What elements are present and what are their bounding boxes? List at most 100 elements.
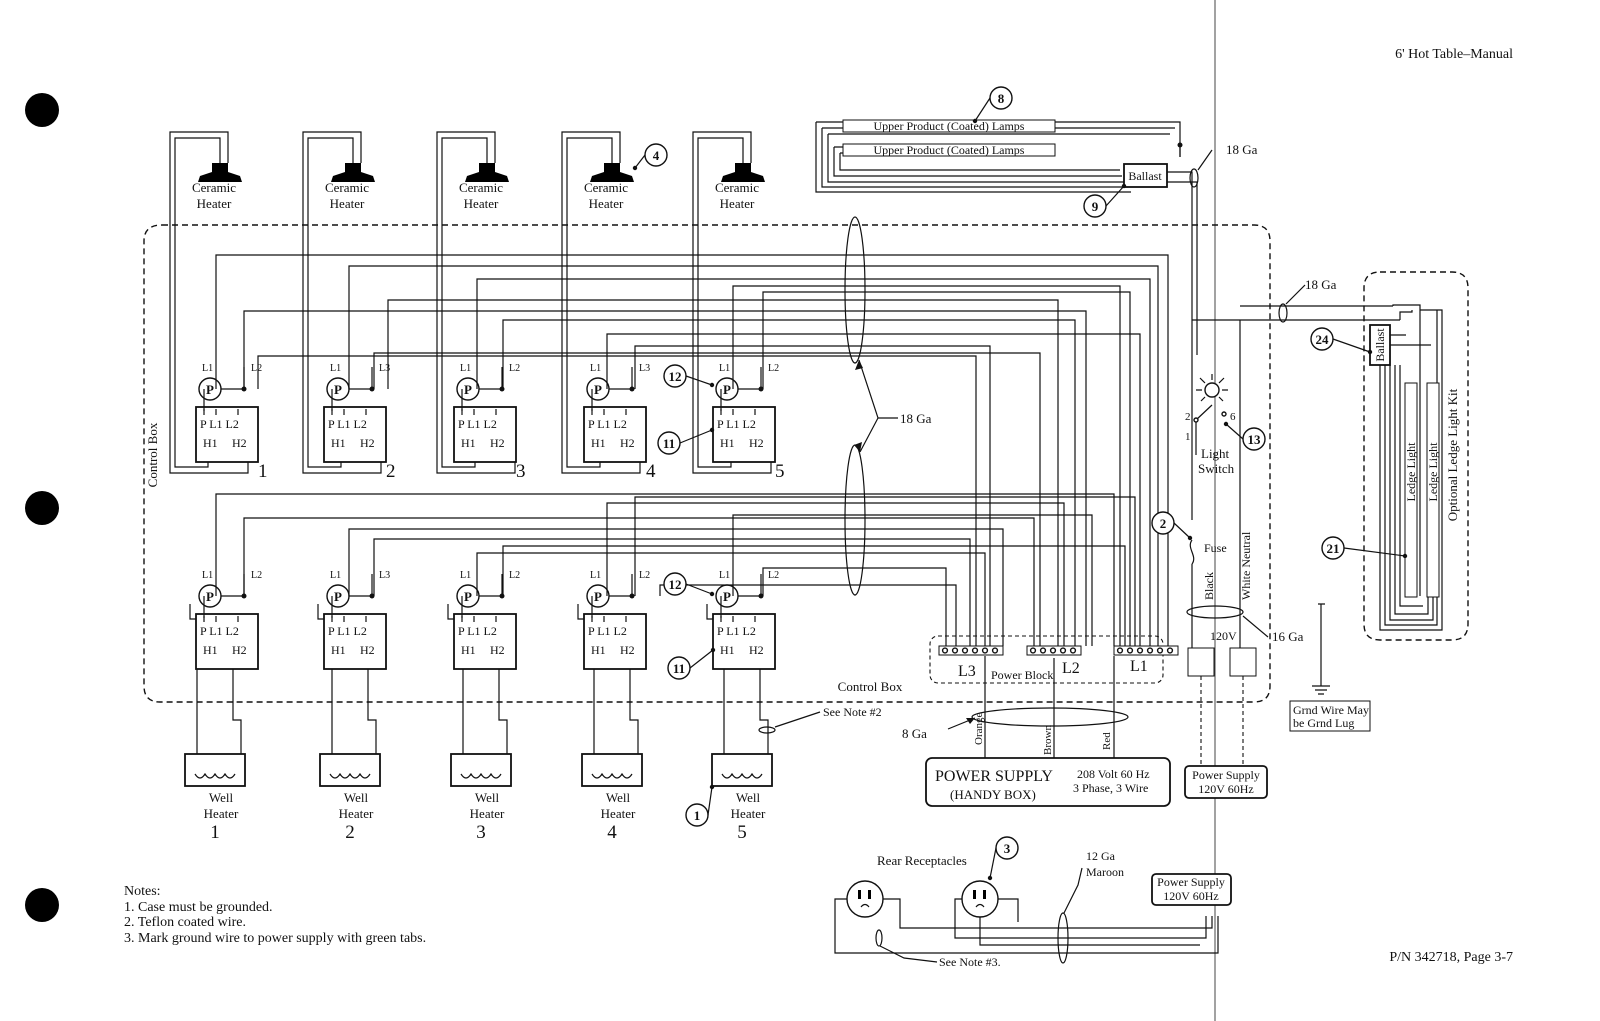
relay-wire <box>221 574 245 597</box>
well-heater-wire <box>593 669 639 754</box>
power-supply-main-title: POWER SUPPLY <box>935 768 1053 785</box>
junction-dot <box>629 593 635 599</box>
relay-wire <box>609 574 633 597</box>
leader-line <box>1242 615 1269 638</box>
callout-leader <box>1105 185 1125 207</box>
upper-lamp-1-label: Upper Product (Coated) Lamps <box>874 119 1025 133</box>
relay-l1-label: L1 <box>202 363 213 374</box>
relay-l1-label: L1 <box>202 570 213 581</box>
switch-terminal-2: 2 <box>1185 411 1191 423</box>
ballast-upper-label: Ballast <box>1128 169 1162 183</box>
callout-number: 8 <box>998 91 1005 106</box>
callout-leader <box>685 375 713 386</box>
ceramic-heater-label: Heater <box>589 196 624 211</box>
ceramic-heater-label: Ceramic <box>192 180 236 195</box>
page-footer: P/N 342718, Page 3-7 <box>1389 950 1513 965</box>
relay-number: 1 <box>258 461 268 482</box>
power-block-l3-label: L3 <box>958 663 976 680</box>
callout-leader <box>1225 423 1244 440</box>
bus-wire <box>243 310 1087 646</box>
callout-leader <box>1173 522 1191 539</box>
gauge-8-label: 8 Ga <box>902 726 927 741</box>
black-wire-label: Black <box>1202 572 1216 600</box>
callout-leader <box>974 97 991 122</box>
terminal-screw <box>1126 647 1134 654</box>
callout-leader <box>707 786 713 816</box>
ceramic-heater-label: Ceramic <box>459 180 503 195</box>
wire-bundle-note2 <box>758 726 776 734</box>
relay-l2-label: L3 <box>639 363 650 374</box>
gauge-18-label-center: 18 Ga <box>900 411 932 426</box>
well-heater-element <box>711 753 773 787</box>
ceramic-heater-wire <box>692 131 772 474</box>
relay-local-wire <box>577 389 593 620</box>
relay-box <box>712 406 776 463</box>
junction-dot <box>499 593 505 599</box>
relay-wire <box>738 367 762 390</box>
bus-wire <box>606 502 1065 646</box>
relay-wire <box>609 367 633 390</box>
well-heater-label: Heater <box>339 806 374 821</box>
wire-bundle-8ga <box>971 707 1129 727</box>
bundle-leader <box>858 359 879 453</box>
control-box-label-bottom: Control Box <box>838 679 903 694</box>
relay-h1-label: H1 <box>591 643 606 657</box>
well-heater-coil <box>460 772 502 779</box>
terminal-screw <box>951 647 959 654</box>
leader-line <box>774 711 821 728</box>
relay-l2-label: L2 <box>639 570 650 581</box>
leader-line <box>1285 284 1306 305</box>
relay-number: 3 <box>516 461 526 482</box>
light-switch-label-1: Light <box>1201 446 1230 461</box>
callout-number: 3 <box>1004 841 1011 856</box>
leader-line <box>879 945 938 963</box>
junction-dot <box>369 386 375 392</box>
relay-h2-label: H2 <box>620 436 635 450</box>
wire-bundle-note3 <box>875 929 883 947</box>
well-heater-wire <box>196 669 242 754</box>
callout-arrow-tip <box>1187 535 1193 541</box>
relay-h1-label: H1 <box>720 436 735 450</box>
note-3: 3. Mark ground wire to power supply with… <box>124 931 426 946</box>
note-1: 1. Case must be grounded. <box>124 900 273 915</box>
well-heater-wire <box>723 669 769 754</box>
see-note-3: See Note #3. <box>939 955 1001 969</box>
relay-box <box>583 613 647 670</box>
callout-leader <box>1332 338 1371 353</box>
relay-terminal-labels: P L1 L2 <box>200 624 239 638</box>
ceramic-heater-icon <box>198 163 242 182</box>
power-supply-120v-line2: 120V 60Hz <box>1198 782 1253 796</box>
terminal-screw <box>1059 647 1067 654</box>
well-heater-element <box>319 753 381 787</box>
ledge-kit-wiring <box>1379 304 1443 631</box>
bus-wire <box>243 517 1035 646</box>
gauge-18-label-ballast: 18 Ga <box>1226 142 1258 157</box>
ceramic-heater-label: Heater <box>197 196 232 211</box>
bus-wire <box>634 496 1136 646</box>
terminal-strip <box>938 645 1004 656</box>
relay-l2-label: L2 <box>509 363 520 374</box>
well-heater-label: Well <box>736 790 761 805</box>
relay-h2-label: H2 <box>360 436 375 450</box>
callout-number: 1 <box>694 808 701 823</box>
relay-l1-label: L1 <box>460 363 471 374</box>
callout-number: 4 <box>653 148 660 163</box>
relay-box <box>323 406 387 463</box>
ceramic-heater-icon <box>590 163 634 182</box>
arrowhead <box>854 442 862 452</box>
well-heater-coil <box>329 772 371 779</box>
terminal-screw <box>1146 647 1154 654</box>
relay-h2-label: H2 <box>749 436 764 450</box>
receptacle-120v-label: 120V <box>1210 629 1237 643</box>
upper-lamp-2 <box>842 143 1056 157</box>
relay-h1-label: H1 <box>720 643 735 657</box>
relay-local-wire <box>706 389 722 620</box>
well-heater-label: Heater <box>470 806 505 821</box>
indicator-light-label: P <box>723 589 731 604</box>
callout-leader <box>689 649 714 669</box>
callout-arrow-tip <box>710 647 716 653</box>
